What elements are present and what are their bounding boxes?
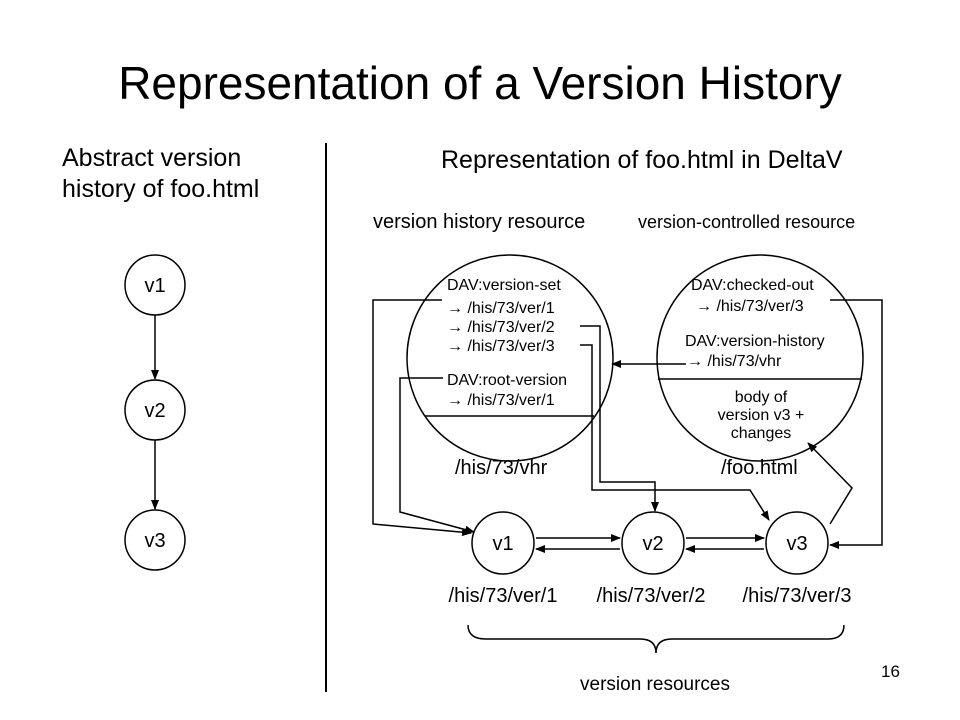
abstract-node-v1: v1 — [124, 254, 186, 316]
vcr-version-history-entry: → /his/73/vhr — [687, 353, 782, 370]
link-root-version-to-v1 — [399, 377, 475, 534]
version-resources-label: version resources — [580, 674, 730, 695]
abstract-history-caption: Abstract version history of foo.html — [62, 144, 260, 203]
abstract-node-v3: v3 — [124, 509, 186, 571]
vhr-root-version-entry: → /his/73/ver/1 — [447, 392, 555, 409]
version-controlled-resource-label: version-controlled resource — [638, 212, 856, 232]
version-history-resource-node: DAV:version-set → /his/73/ver/1 → /his/7… — [406, 254, 614, 462]
deltav-representation-title: Representation of foo.html in DeltaV — [441, 146, 843, 174]
page-number: 16 — [881, 662, 900, 681]
vcr-body-line-1: body of — [735, 389, 788, 406]
vcr-checked-out-entry: → /his/73/ver/3 — [696, 298, 804, 315]
vhr-root-version-label: DAV:root-version — [447, 372, 567, 389]
version-history-resource-label: version history resource — [373, 211, 586, 233]
vhr-url: /his/73/vhr — [455, 457, 548, 479]
vhr-version-set-label: DAV:version-set — [447, 277, 561, 294]
vcr-version-history-label: DAV:version-history — [685, 333, 825, 350]
vhr-version-set-entry-3: → /his/73/ver/3 — [447, 338, 555, 355]
vcr-checked-out-label: DAV:checked-out — [691, 277, 814, 294]
vcr-url: /foo.html — [721, 457, 798, 479]
slide-title: Representation of a Version History — [118, 57, 842, 109]
version-v2-url: /his/73/ver/2 — [597, 585, 706, 607]
link-version-set-to-v2 — [580, 325, 659, 512]
abstract-node-v1-label: v1 — [144, 275, 165, 297]
version-node-v1-label: v1 — [492, 533, 513, 555]
version-v3-url: /his/73/ver/3 — [743, 585, 852, 607]
version-node-v2: v2 — [621, 511, 685, 575]
link-version-set-to-v1 — [372, 299, 472, 537]
link-v3-to-body — [807, 442, 853, 525]
vcr-body-line-3: changes — [731, 425, 792, 442]
version-node-v1: v1 — [471, 511, 535, 575]
version-node-v3: v3 — [765, 511, 829, 575]
vhr-version-set-entry-2: → /his/73/ver/2 — [447, 319, 555, 336]
version-node-v2-label: v2 — [642, 533, 663, 555]
vhr-version-set-entry-1: → /his/73/ver/1 — [447, 300, 555, 317]
version-v1-url: /his/73/ver/1 — [449, 585, 558, 607]
abstract-node-v2-label: v2 — [144, 400, 165, 422]
abstract-node-v3-label: v3 — [144, 530, 165, 552]
version-controlled-resource-node: DAV:checked-out → /his/73/ver/3 DAV:vers… — [656, 254, 864, 462]
vcr-body-line-2: version v3 + — [718, 407, 805, 424]
version-resources-brace — [467, 624, 845, 654]
abstract-node-v2: v2 — [124, 379, 186, 441]
link-version-set-to-v3 — [580, 344, 770, 521]
version-node-v3-label: v3 — [786, 533, 807, 555]
link-checked-out-to-v3 — [829, 299, 883, 549]
